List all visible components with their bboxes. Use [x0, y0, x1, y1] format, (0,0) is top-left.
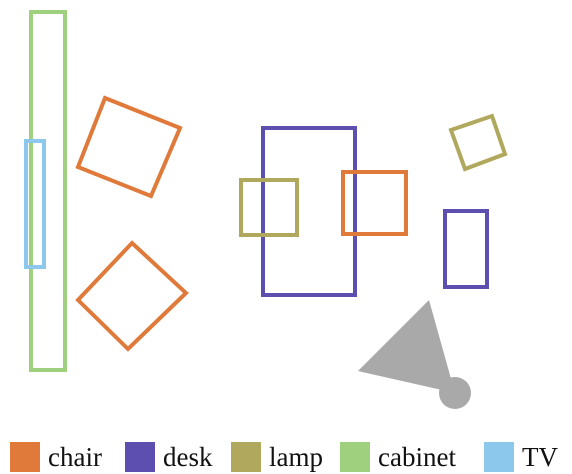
legend-label-cabinet: cabinet [378, 442, 456, 472]
legend-swatch-desk [125, 442, 155, 472]
legend-label-tv: TV [522, 442, 558, 472]
desk-box-right [443, 209, 489, 289]
chair-box-bottom-left [75, 240, 189, 352]
legend-label-chair: chair [48, 442, 102, 472]
camera-view-cone [358, 300, 455, 393]
legend-item-chair: chair [10, 440, 102, 474]
legend-swatch-chair [10, 442, 40, 472]
legend-item-lamp: lamp [231, 440, 323, 474]
room-layout-diagram [24, 10, 508, 409]
chair-box-center [341, 170, 408, 236]
legend-label-desk: desk [163, 442, 213, 472]
tv-box [24, 139, 46, 269]
legend-swatch-cabinet [340, 442, 370, 472]
cabinet-box [29, 10, 67, 372]
desk-box-center [261, 126, 357, 297]
legend: chair desk lamp cabinet TV [0, 440, 572, 474]
legend-item-tv: TV [484, 440, 558, 474]
lamp-box-center [239, 178, 299, 237]
legend-item-desk: desk [125, 440, 213, 474]
legend-label-lamp: lamp [269, 442, 323, 472]
legend-item-cabinet: cabinet [340, 440, 456, 474]
camera-icon [439, 377, 471, 409]
lamp-box-top-right [448, 113, 508, 172]
legend-swatch-tv [484, 442, 514, 472]
legend-swatch-lamp [231, 442, 261, 472]
chair-box-top-left [75, 95, 183, 199]
